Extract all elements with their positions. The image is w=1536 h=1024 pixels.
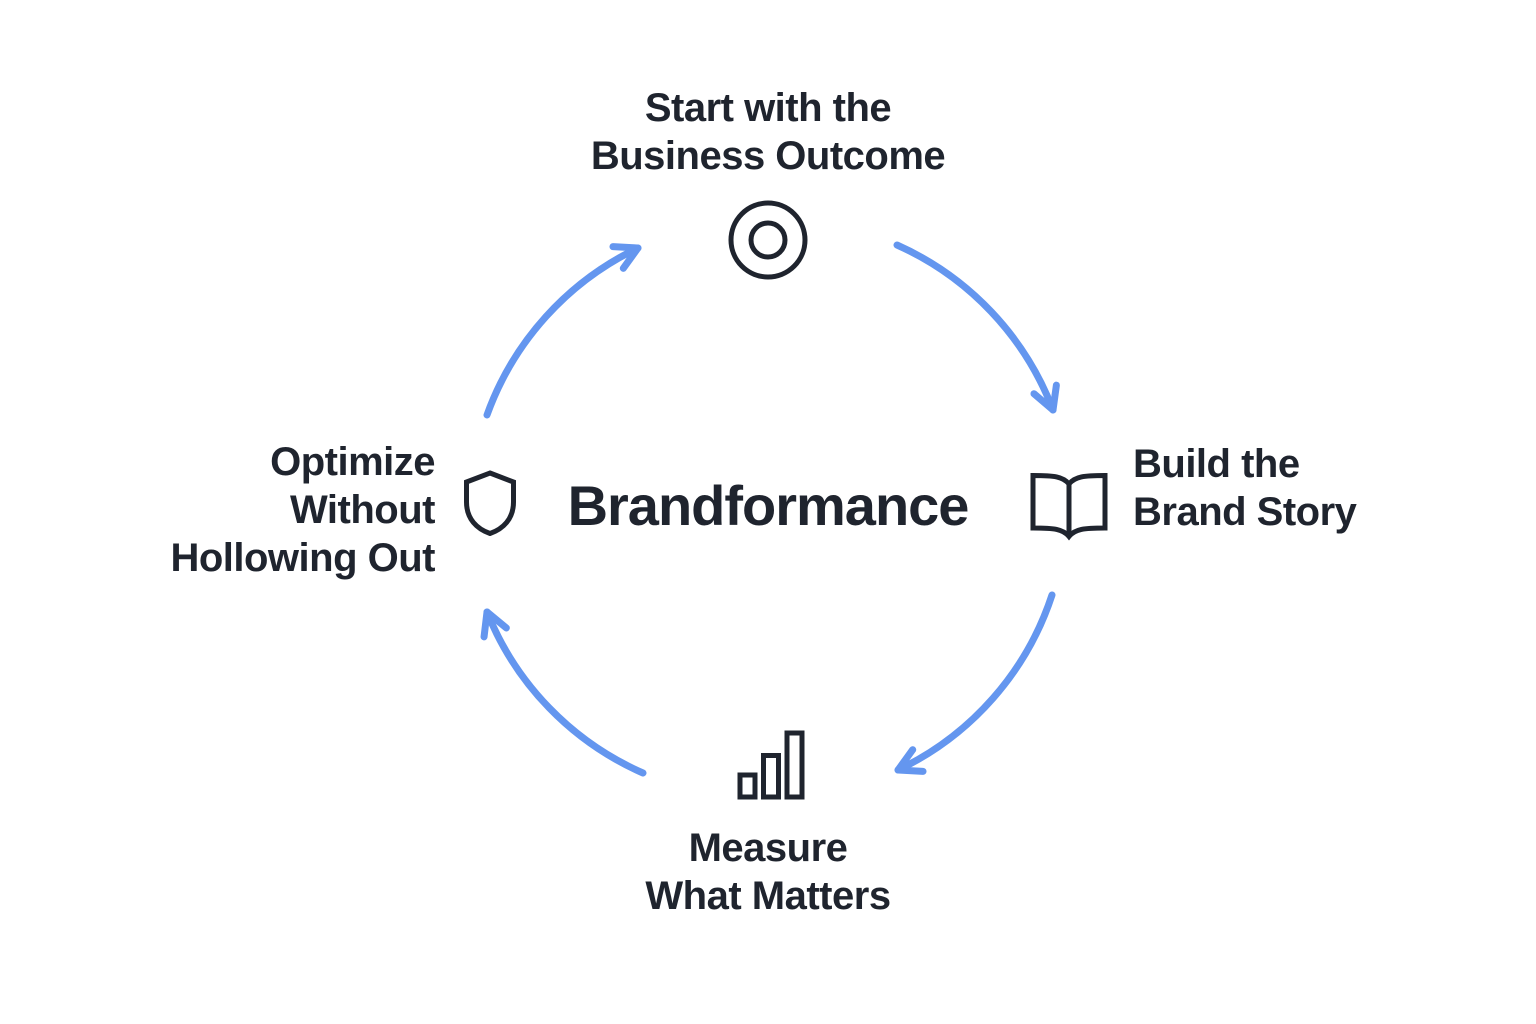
- node-label-start-with-business-outcome: Start with the Business Outcome: [590, 84, 946, 180]
- arrow-top-to-right-icon: [893, 241, 1060, 414]
- node-label-line: Brand Story: [1133, 490, 1357, 534]
- node-label-build-brand-story: Build the Brand Story: [1133, 440, 1357, 536]
- shield-icon: [464, 470, 516, 536]
- arrow-left-to-top-icon: [483, 243, 642, 419]
- open-book-icon: [1030, 472, 1108, 541]
- node-label-line: Build the: [1133, 442, 1300, 486]
- arrow-right-to-bottom-icon: [894, 591, 1056, 775]
- arrow-bottom-to-left-icon: [480, 608, 647, 777]
- node-label-line: What Matters: [645, 874, 891, 918]
- node-label-line: Without: [290, 488, 435, 532]
- node-label-line: Start with the: [644, 86, 892, 130]
- bar-chart-icon: [737, 730, 805, 800]
- node-label-line: Hollowing Out: [170, 536, 435, 580]
- node-label-line: Optimize: [270, 440, 435, 484]
- diagram-title: Brandformance: [567, 474, 970, 537]
- node-label-line: Measure: [688, 826, 848, 870]
- node-label-measure-what-matters: Measure What Matters: [645, 824, 891, 920]
- node-label-line: Business Outcome: [590, 134, 946, 178]
- node-label-optimize-without-hollowing-out: Optimize Without Hollowing Out: [170, 438, 435, 582]
- target-icon: [728, 200, 808, 280]
